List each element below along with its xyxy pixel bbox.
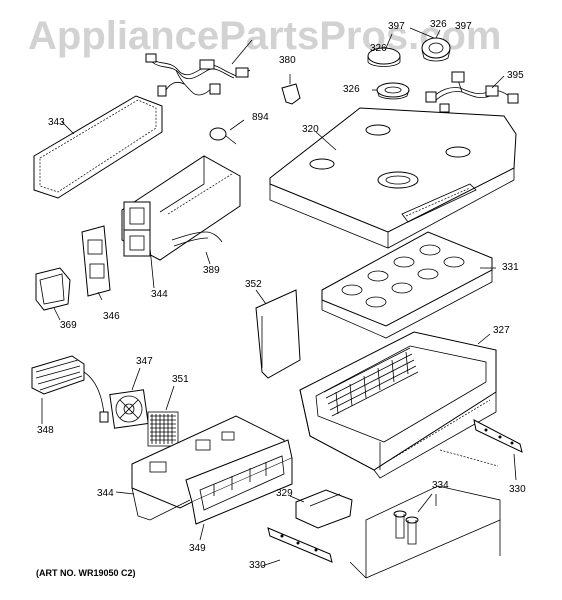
callout-894: 894: [252, 112, 269, 123]
callout-346: 346: [103, 311, 120, 322]
bracket-346: [81, 225, 111, 297]
clip-part: [281, 83, 301, 105]
front-panel-349: [185, 439, 293, 525]
duct-assembly-344-upper: [121, 155, 241, 261]
ice-bin-327: [299, 331, 497, 479]
callout-395: 395: [507, 70, 524, 81]
callout-349: 349: [189, 543, 206, 554]
evaporator-348: [31, 355, 109, 423]
callout-397-right: 397: [455, 21, 472, 32]
bracket-352: [255, 289, 301, 379]
callout-327: 327: [493, 325, 510, 336]
callout-331: 331: [502, 262, 519, 273]
callout-397-left: 397: [388, 21, 405, 32]
callout-380: 380: [279, 55, 296, 66]
callout-326-top-right: 326: [430, 19, 447, 30]
screws-334: [393, 510, 419, 545]
art-number: (ART NO. WR19050 C2): [36, 568, 136, 578]
top-cover-320: [269, 107, 517, 249]
wire-harness-top-right: [425, 71, 519, 113]
thermistor-part: [209, 119, 245, 145]
screen-351: [147, 411, 179, 447]
callout-326-lower: 326: [343, 84, 360, 95]
callout-334: 334: [432, 480, 449, 491]
callout-344-upper: 344: [151, 289, 168, 300]
callout-326-top-left: 326: [370, 43, 387, 54]
callout-351: 351: [172, 374, 189, 385]
callout-348: 348: [37, 425, 54, 436]
callout-320: 320: [302, 124, 319, 135]
callout-329: 329: [276, 488, 293, 499]
slide-rail-330-right: [473, 419, 523, 453]
wire-harness-top-left: [145, 53, 251, 97]
callout-330-right: 330: [509, 484, 526, 495]
bracket-329: [295, 489, 353, 529]
callout-330-left: 330: [249, 560, 266, 571]
callout-344-lower: 344: [97, 488, 114, 499]
fan-347: [109, 389, 149, 429]
slide-rail-330-left: [267, 527, 333, 563]
support-frame: [349, 449, 501, 579]
light-housing-369: [35, 267, 71, 311]
panel-343: [33, 95, 163, 199]
ice-tray-331: [321, 231, 493, 339]
callout-352: 352: [245, 279, 262, 290]
drain-tube-389: [171, 231, 223, 243]
callout-343: 343: [48, 117, 65, 128]
callout-389: 389: [203, 265, 220, 276]
callout-369: 369: [60, 320, 77, 331]
callout-347: 347: [136, 356, 153, 367]
